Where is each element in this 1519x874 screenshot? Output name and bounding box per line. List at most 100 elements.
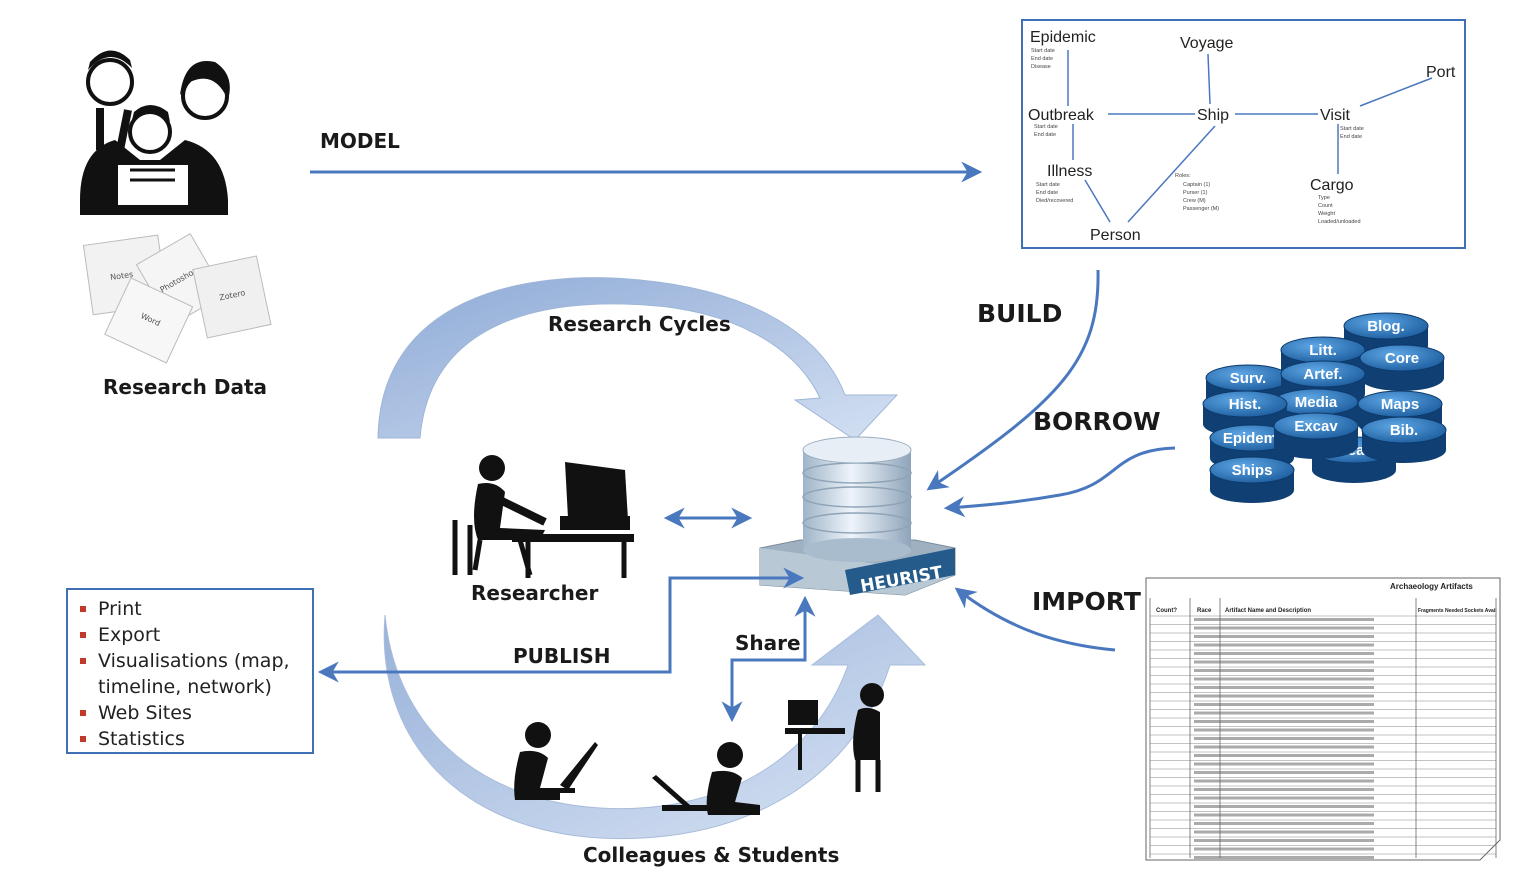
ship-roles-heading: Roles: <box>1175 173 1191 179</box>
research-cycle-arrow-top <box>377 277 899 441</box>
share-arrow <box>721 595 816 723</box>
database-disk: Bib. <box>1361 416 1447 463</box>
spreadsheet-header-artifact: Artifact Name and Description <box>1225 608 1311 614</box>
entity-illness: Illness <box>1047 163 1092 180</box>
cargo-field-loaded: Loaded/unloaded <box>1318 219 1361 225</box>
spreadsheet-illustration: Archaeology Artifacts Count? Race Artifa… <box>1145 577 1501 861</box>
disk-label: Media <box>1295 394 1338 411</box>
research-people-illustration <box>80 50 230 215</box>
output-statistics: Statistics <box>78 726 312 752</box>
spreadsheet-cell-text <box>1194 618 1374 621</box>
spreadsheet-cell-text <box>1194 796 1374 800</box>
entity-person: Person <box>1090 227 1141 244</box>
entity-ship: Ship <box>1197 107 1229 124</box>
researcher-label: Researcher <box>471 581 598 605</box>
role-purser: Purser (1) <box>1183 190 1208 196</box>
spreadsheet-cell-text <box>1194 771 1374 774</box>
data-model-box: Epidemic Start date End date Disease Voy… <box>1021 19 1466 249</box>
role-captain: Captain (1) <box>1183 182 1210 188</box>
disk-label: Maps <box>1381 396 1419 413</box>
spreadsheet-cell-text <box>1194 728 1374 732</box>
spreadsheet-cell-text <box>1194 813 1374 817</box>
import-label: IMPORT <box>1032 587 1141 616</box>
disk-label: Blog. <box>1367 318 1405 335</box>
epidemic-field-start: Start date <box>1031 48 1055 54</box>
database-disks: Blog.Litt.CoreSurv.MapsArtef.MediaHist.E… <box>1202 312 1447 503</box>
spreadsheet-header-fragments: Fragments Needed Sockets Avail <box>1418 608 1497 614</box>
research-cycles-label: Research Cycles <box>548 312 731 336</box>
role-passenger: Passenger (M) <box>1183 206 1219 212</box>
spreadsheet-cell-text <box>1194 737 1374 740</box>
import-arrow <box>954 587 1116 652</box>
database-disk: Core <box>1359 344 1445 391</box>
spreadsheet-cell-text <box>1194 839 1374 842</box>
spreadsheet-header-count: Count? <box>1156 608 1177 614</box>
model-label: MODEL <box>320 129 400 153</box>
spreadsheet-cell-text <box>1194 626 1374 630</box>
entity-visit: Visit <box>1320 107 1350 124</box>
spreadsheet-cell-text <box>1194 856 1374 859</box>
share-label: Share <box>735 631 801 655</box>
spreadsheet-cell-text <box>1194 847 1374 851</box>
publish-outputs-box: Print Export Visualisations (map, timeli… <box>66 588 314 754</box>
entity-voyage: Voyage <box>1180 35 1233 52</box>
output-visualisations: Visualisations (map, <box>78 648 312 674</box>
output-web-sites: Web Sites <box>78 700 312 726</box>
illness-field-end: End date <box>1036 190 1058 196</box>
cargo-field-type: Type <box>1318 195 1330 201</box>
output-visualisations-cont: timeline, network) <box>98 676 272 698</box>
spreadsheet-cell-text <box>1194 669 1374 672</box>
outbreak-field-end: End date <box>1034 132 1056 138</box>
visit-field-start: Start date <box>1340 126 1364 132</box>
spreadsheet-cell-text <box>1194 686 1374 689</box>
spreadsheet-cell-text <box>1194 788 1374 791</box>
research-documents-illustration: Notes Photoshop Zotero Word <box>82 233 272 364</box>
spreadsheet-cell-text <box>1194 711 1374 715</box>
disk-label: Bib. <box>1390 422 1418 439</box>
outbreak-field-start: Start date <box>1034 124 1058 130</box>
spreadsheet-title: Archaeology Artifacts <box>1390 582 1473 591</box>
output-export: Export <box>78 622 312 648</box>
database-disk: Ships <box>1209 456 1295 503</box>
spreadsheet-cell-text <box>1194 762 1374 766</box>
cargo-field-count: Count <box>1318 203 1333 209</box>
spreadsheet-cell-text <box>1194 745 1374 749</box>
spreadsheet-cell-text <box>1194 754 1374 757</box>
spreadsheet-cell-text <box>1194 652 1374 655</box>
spreadsheet-cell-text <box>1194 720 1374 723</box>
disk-label: Litt. <box>1309 342 1337 359</box>
research-data-label: Research Data <box>103 375 267 399</box>
spreadsheet-cell-text <box>1194 822 1374 825</box>
publish-label: PUBLISH <box>513 644 610 668</box>
colleagues-label: Colleagues & Students <box>583 843 839 867</box>
disk-label: Excav <box>1294 418 1338 435</box>
spreadsheet-cell-text <box>1194 703 1374 706</box>
build-label: BUILD <box>977 299 1062 328</box>
cargo-field-weight: Weight <box>1318 211 1335 217</box>
spreadsheet-cell-text <box>1194 805 1374 808</box>
disk-label: Surv. <box>1230 370 1266 387</box>
spreadsheet-cell-text <box>1194 635 1374 638</box>
build-arrow <box>926 269 1100 491</box>
spreadsheet-cell-text <box>1194 677 1374 681</box>
illness-field-died: Died/recovered <box>1036 198 1073 204</box>
entity-cargo: Cargo <box>1310 177 1354 194</box>
spreadsheet-cell-text <box>1194 694 1374 698</box>
disk-label: Core <box>1385 350 1419 367</box>
colleagues-illustration <box>514 683 884 815</box>
spreadsheet-header-race: Race <box>1197 608 1212 614</box>
spreadsheet-cell-text <box>1194 643 1374 647</box>
borrow-label: BORROW <box>1033 407 1161 436</box>
publish-arrow <box>317 567 805 683</box>
heurist-database-icon: HEURIST <box>759 436 956 597</box>
entity-port: Port <box>1426 64 1456 81</box>
spreadsheet-cell-text <box>1194 779 1374 783</box>
researcher-illustration <box>452 455 634 578</box>
epidemic-field-disease: Disease <box>1031 64 1051 70</box>
disk-label: Artef. <box>1303 366 1342 383</box>
research-cycle-arrow-bottom <box>383 614 927 840</box>
entity-epidemic: Epidemic <box>1030 29 1096 46</box>
paper-notes: Notes <box>110 270 134 282</box>
publish-outputs-list: Print Export Visualisations (map, timeli… <box>68 590 312 752</box>
